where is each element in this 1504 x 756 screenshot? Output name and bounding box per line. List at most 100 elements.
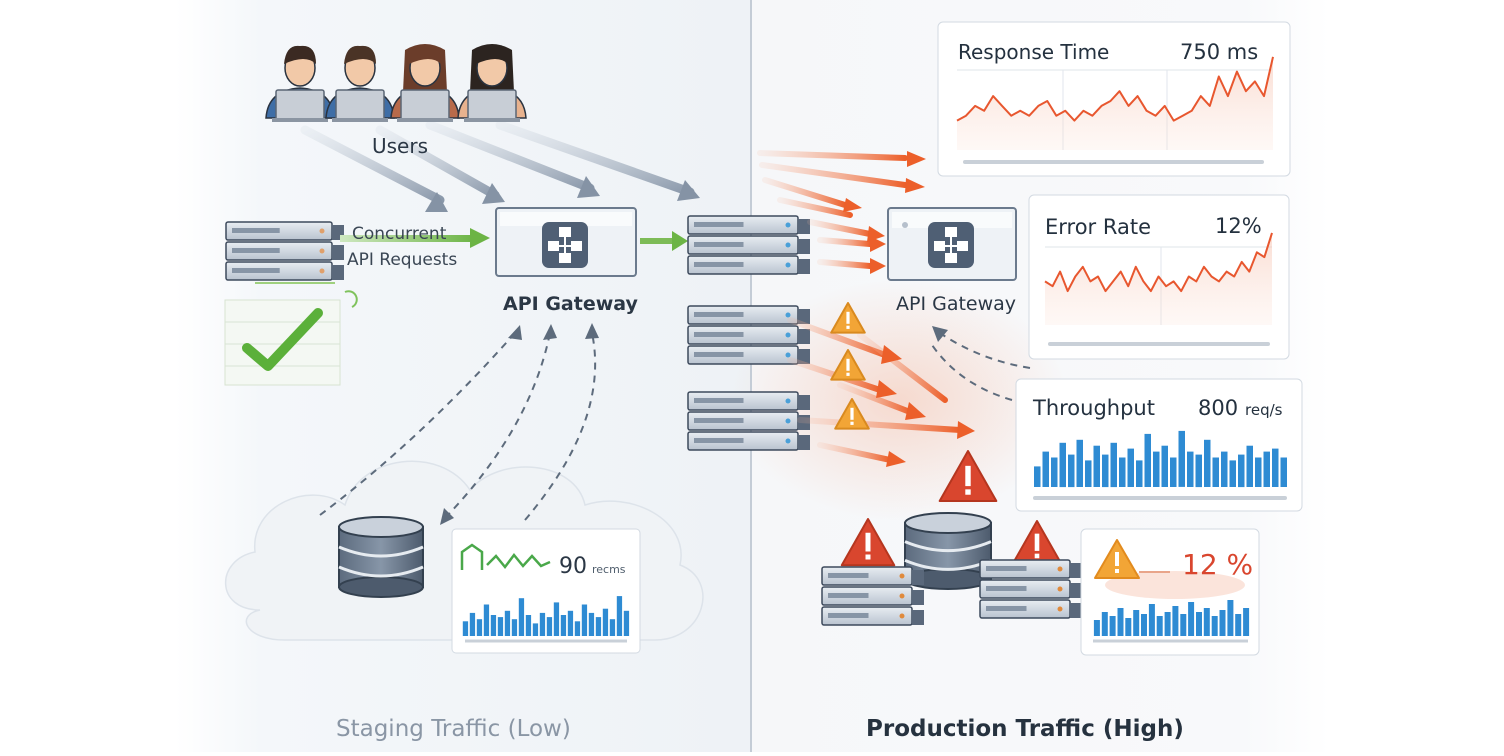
throughput-bar <box>1230 460 1237 487</box>
production-server-stacks <box>688 216 810 450</box>
error-badge-bar <box>1196 612 1202 636</box>
staging-metric-unit: recms <box>592 563 626 576</box>
error-badge-bar <box>1220 610 1226 636</box>
staging-metric-bar <box>596 617 601 636</box>
server-icon <box>688 306 810 364</box>
staging-metric-bar <box>589 613 594 636</box>
error-badge-bar <box>1094 620 1100 636</box>
response-time-value: 750 ms <box>1180 40 1258 64</box>
staging-metric-bar <box>519 598 524 636</box>
throughput-bar <box>1085 460 1092 487</box>
error-badge-bar <box>1227 600 1233 636</box>
error-badge-bar <box>1133 610 1139 636</box>
error-badge-bar <box>1212 616 1218 636</box>
staging-metric-bar <box>547 617 552 636</box>
server-icon <box>980 560 1082 618</box>
throughput-bar <box>1213 458 1220 488</box>
production-gateway-box <box>888 208 1016 280</box>
error-badge-bar <box>1102 612 1108 636</box>
throughput-bar <box>1247 446 1254 487</box>
error-badge-bar <box>1243 608 1249 636</box>
server-icon <box>688 392 810 450</box>
requests-label-line2: API Requests <box>347 250 457 270</box>
error-badge-bar <box>1165 612 1171 636</box>
throughput-unit: req/s <box>1245 401 1282 419</box>
production-gateway-label: API Gateway <box>896 293 1016 315</box>
throughput-bar <box>1051 458 1058 488</box>
laptop-icon <box>276 90 324 120</box>
error-badge-bar <box>1157 616 1163 636</box>
staging-metric-bar <box>575 621 580 636</box>
staging-metric-bar <box>603 609 608 636</box>
error-badge-bar <box>1180 614 1186 636</box>
staging-metric-bar <box>624 611 629 636</box>
error-badge-bar <box>1141 614 1147 636</box>
error-badge-bar <box>1149 604 1155 636</box>
laptop-icon <box>468 90 516 120</box>
error-badge-bar <box>1235 614 1241 636</box>
staging-metric-bar <box>582 605 587 637</box>
server-icon <box>822 567 924 625</box>
throughput-bar <box>1128 449 1135 487</box>
staging-metric-card <box>452 529 640 653</box>
error-rate-value: 12% <box>1215 214 1262 238</box>
staging-metric-bar <box>554 602 559 636</box>
throughput-bar <box>1238 455 1245 488</box>
error-badge-bar <box>1172 606 1178 636</box>
error-badge-bar <box>1188 602 1194 636</box>
throughput-bar <box>1255 458 1262 488</box>
throughput-bar <box>1187 452 1194 487</box>
throughput-bar <box>1281 458 1288 488</box>
staging-metric-bar <box>477 619 482 636</box>
staging-server-icon <box>226 222 344 280</box>
throughput-bar <box>1136 460 1143 487</box>
throughput-bar <box>1179 431 1186 487</box>
staging-metric-bar <box>512 619 517 636</box>
staging-metric-bar <box>617 596 622 636</box>
error-badge-bar <box>1118 608 1124 636</box>
throughput-bar <box>1196 455 1203 488</box>
server-icon <box>226 222 344 280</box>
error-badge-bar <box>1125 618 1131 636</box>
staging-metric-bar <box>540 613 545 636</box>
laptop-icon <box>401 90 449 120</box>
staging-metric-bar <box>470 613 475 636</box>
throughput-bar <box>1077 440 1084 487</box>
staging-metric-bar <box>526 615 531 636</box>
error-badge-value: 12 % <box>1182 548 1253 581</box>
response-time-title: Response Time <box>958 40 1109 64</box>
staging-metric-bar <box>561 615 566 636</box>
staging-metric-bar <box>484 605 489 637</box>
error-badge-bar <box>1204 608 1210 636</box>
staging-metric-bar <box>505 611 510 636</box>
staging-gateway-box <box>496 208 636 276</box>
throughput-bar <box>1068 455 1075 488</box>
staging-caption: Staging Traffic (Low) <box>336 716 571 742</box>
staging-database-icon <box>339 517 423 597</box>
staging-metric-bar <box>463 621 468 636</box>
throughput-bar <box>1111 443 1118 487</box>
throughput-bar <box>1204 440 1211 487</box>
users-label: Users <box>372 134 428 158</box>
throughput-bar <box>1221 452 1228 487</box>
laptop-icon <box>336 90 384 120</box>
throughput-bar <box>1153 452 1160 487</box>
staging-metric-bar <box>533 623 538 636</box>
database-icon <box>339 517 423 597</box>
error-badge-bar <box>1110 616 1116 636</box>
throughput-bar <box>1060 443 1067 487</box>
throughput-bar <box>1102 455 1109 488</box>
production-caption: Production Traffic (High) <box>866 716 1184 742</box>
throughput-bar <box>1034 466 1041 487</box>
staging-metric-bar <box>610 619 615 636</box>
throughput-bar <box>1170 458 1177 488</box>
requests-label-line1: Concurrent <box>352 224 446 244</box>
throughput-bar <box>1094 446 1101 487</box>
throughput-bar <box>1119 458 1126 488</box>
throughput-bar <box>1145 434 1152 487</box>
staging-metric-bar <box>568 611 573 636</box>
throughput-bar <box>1162 446 1169 487</box>
staging-metric-bar <box>498 617 503 636</box>
